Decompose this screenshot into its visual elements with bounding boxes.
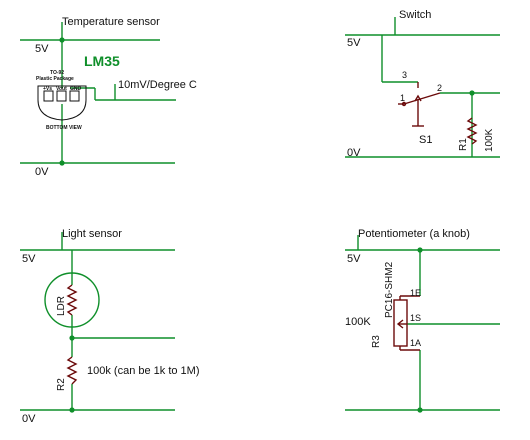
light-title: Light sensor — [62, 228, 122, 240]
switch-pin3-label: 3 — [402, 70, 407, 80]
light-output-dot — [69, 335, 75, 341]
ldr-circle — [44, 272, 100, 328]
light-r2-value: 100k (can be 1k to 1M) — [87, 365, 200, 377]
light-sensor-circuit: Light sensor 5V 0V LDR R2 100k (can be 1… — [20, 228, 200, 425]
temp-junction-dot — [59, 37, 65, 43]
switch-5v-label: 5V — [347, 37, 361, 49]
light-0v-label: 0V — [22, 413, 36, 425]
temp-0v-label: 0V — [35, 166, 49, 178]
light-r2-resistor — [66, 356, 78, 385]
pot-top-dot — [417, 247, 423, 253]
package-pin2-label: Vout — [56, 86, 67, 92]
package-view-label: BOTTOM VIEW — [46, 125, 82, 131]
temp-output-label: 10mV/Degree C — [118, 79, 197, 91]
switch-title: Switch — [399, 9, 431, 21]
ldr-label: LDR — [56, 296, 67, 316]
ldr-resistor — [66, 284, 78, 316]
switch-r1-name: R1 — [458, 138, 469, 151]
package-type-label: TO-92 — [50, 70, 64, 76]
package-pin-2 — [56, 90, 67, 102]
pot-pin-a: 1A — [410, 338, 421, 348]
temperature-sensor-circuit: Temperature sensor 5V 0V LM35 10mV/Degre… — [20, 16, 197, 178]
switch-s1-label: S1 — [419, 134, 432, 146]
package-pin3-label: GND — [70, 86, 82, 92]
switch-lever — [403, 92, 441, 105]
pot-bottom-dot — [417, 407, 423, 413]
package-pin1-label: +Vs — [43, 86, 52, 92]
pot-pin-s: 1S — [410, 313, 421, 323]
light-5v-label: 5V — [22, 253, 36, 265]
temp-title: Temperature sensor — [62, 16, 160, 28]
pot-name: R3 — [371, 335, 382, 348]
pot-part-number: PC16-SHM2 — [384, 261, 395, 318]
switch-arrow — [414, 94, 422, 102]
switch-pin2-label: 2 — [437, 83, 442, 93]
switch-r1-resistor — [466, 117, 478, 145]
package-pin-3 — [69, 90, 80, 102]
pot-5v-label: 5V — [347, 253, 361, 265]
switch-circuit: Switch 5V 0V 3 2 1 S1 R1 100K — [345, 9, 500, 159]
package-pin-1 — [43, 90, 54, 102]
temp-ground-dot — [59, 160, 65, 166]
switch-output-dot — [469, 90, 475, 96]
lm35-label: LM35 — [84, 53, 120, 69]
switch-pin1-label: 1 — [400, 93, 405, 103]
temp-5v-label: 5V — [35, 43, 49, 55]
package-body — [37, 85, 87, 121]
pot-title: Potentiometer (a knob) — [358, 228, 470, 240]
switch-r1-value: 100K — [484, 128, 495, 152]
pot-body — [393, 299, 408, 347]
package-name-label: Plastic Package — [36, 76, 74, 82]
potentiometer-circuit: Potentiometer (a knob) 5V 100K PC16-SHM2… — [345, 228, 500, 413]
light-r2-name: R2 — [56, 378, 67, 391]
lm35-package-icon: TO-92 Plastic Package +Vs Vout GND BOTTO… — [36, 70, 87, 131]
light-ground-dot — [69, 407, 75, 413]
pot-value-label: 100K — [345, 316, 371, 328]
switch-s1-symbol — [398, 82, 441, 127]
pot-symbol — [393, 295, 420, 351]
pot-pin-e: 1E — [410, 288, 421, 298]
switch-0v-label: 0V — [347, 147, 361, 159]
